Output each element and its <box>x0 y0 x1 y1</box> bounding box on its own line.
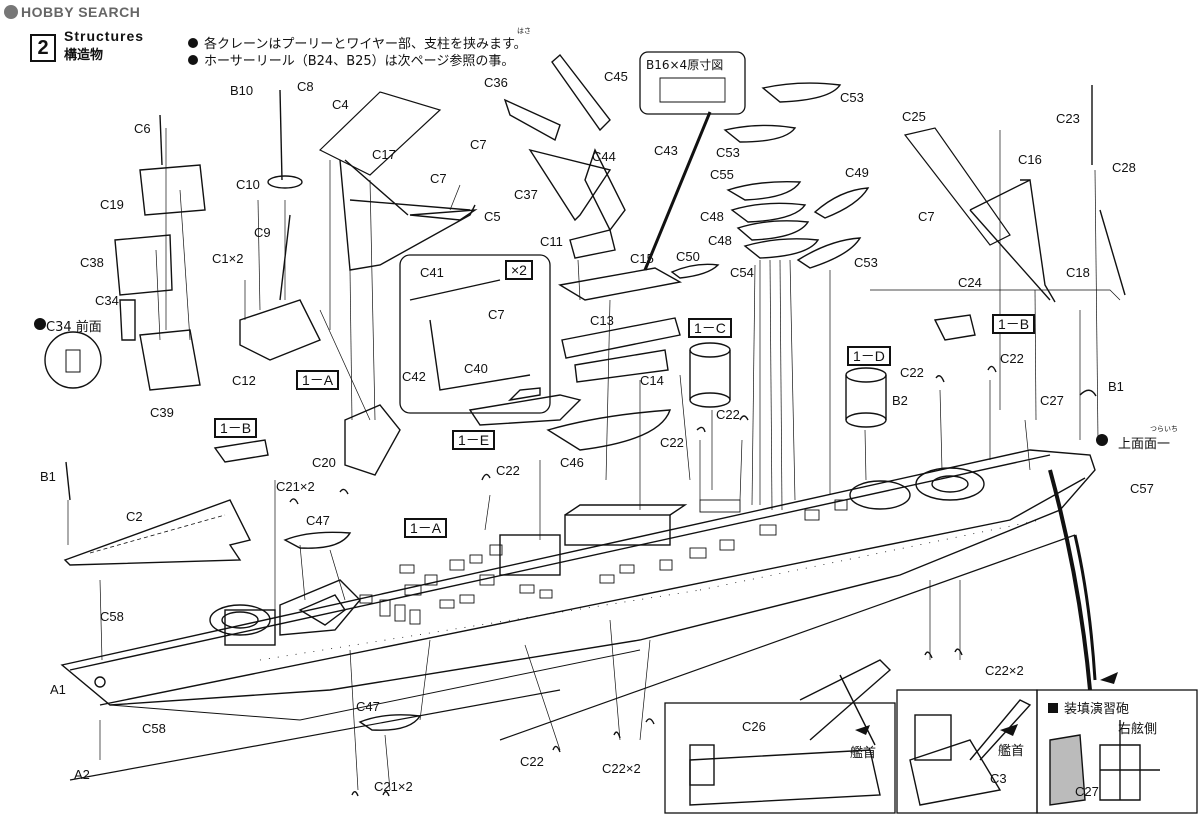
starboard-label: 右舷側 <box>1118 722 1158 737</box>
part-label: C25 <box>902 109 926 124</box>
part-label: C48 <box>700 209 724 224</box>
title-english: Structures <box>64 28 145 44</box>
part-label: C7 <box>430 171 447 186</box>
part-label: C14 <box>640 373 664 388</box>
part-label: C15 <box>630 251 654 266</box>
part-label: C53 <box>716 145 740 160</box>
part-label: C36 <box>484 75 508 90</box>
part-label: C22 <box>716 407 740 422</box>
part-label: C41 <box>420 265 444 280</box>
part-label: C22 <box>1000 351 1024 366</box>
part-label: C22 <box>520 754 544 769</box>
part-label: C43 <box>654 143 678 158</box>
part-label: C22×2 <box>602 761 641 776</box>
part-label: C4 <box>332 97 349 112</box>
part-label: C28 <box>1112 160 1136 175</box>
step-number: 2 <box>30 34 56 62</box>
part-label: C22 <box>660 435 684 450</box>
part-label: C7 <box>488 307 505 322</box>
part-label: C23 <box>1056 111 1080 126</box>
ref-1a-lower: 1－A <box>404 518 448 538</box>
part-label: C54 <box>730 265 754 280</box>
part-label: C19 <box>100 197 124 212</box>
part-label: C40 <box>464 361 488 376</box>
part-label: C58 <box>100 609 124 624</box>
drill-gun-label: 装填演習砲 <box>1048 698 1129 717</box>
part-label: C24 <box>958 275 982 290</box>
part-label: C22 <box>900 365 924 380</box>
ref-1e: 1－E <box>452 430 496 450</box>
part-label: C57 <box>1130 481 1154 496</box>
part-label: C22×2 <box>985 663 1024 678</box>
upper-face-callout: 上面面一 <box>1118 437 1171 452</box>
part-label: C8 <box>297 79 314 94</box>
part-label: C3 <box>990 771 1007 786</box>
part-label: C9 <box>254 225 271 240</box>
ref-1d: 1－D <box>847 346 891 366</box>
part-label: C12 <box>232 373 256 388</box>
part-label: C47 <box>306 513 330 528</box>
bow-label-2: 艦首 <box>998 744 1025 759</box>
part-label: C53 <box>840 90 864 105</box>
part-label: A2 <box>74 767 90 782</box>
part-label: C7 <box>918 209 935 224</box>
note-ruby: はさ <box>517 27 531 35</box>
note-2: ホーサーリール（B24、B25）は次ページ参照の事。 <box>188 50 514 69</box>
b16-box-label: B16×4原寸図 <box>646 58 724 72</box>
note-1: 各クレーンはプーリーとワイヤー部、支柱を挟みます。 <box>188 33 527 52</box>
part-label: C27 <box>1075 784 1099 799</box>
part-label: C21×2 <box>276 479 315 494</box>
c34-front-callout: C34 前面 <box>46 320 102 335</box>
part-label: C58 <box>142 721 166 736</box>
part-label: C38 <box>80 255 104 270</box>
upper-face-ruby: つらいち <box>1150 425 1178 433</box>
part-label: C10 <box>236 177 260 192</box>
part-label: C46 <box>560 455 584 470</box>
part-label: C42 <box>402 369 426 384</box>
part-label: C39 <box>150 405 174 420</box>
x2-box: ×2 <box>505 260 533 280</box>
part-label: C20 <box>312 455 336 470</box>
part-label: C45 <box>604 69 628 84</box>
part-label: C27 <box>1040 393 1064 408</box>
hobbysearch-logo: HOBBY SEARCH <box>4 4 140 20</box>
part-label: C22 <box>496 463 520 478</box>
part-label: C17 <box>372 147 396 162</box>
part-label: C37 <box>514 187 538 202</box>
part-label: C16 <box>1018 152 1042 167</box>
part-label: C53 <box>854 255 878 270</box>
part-label: B1 <box>40 469 56 484</box>
part-label: C49 <box>845 165 869 180</box>
ref-1b-left: 1－B <box>214 418 258 438</box>
part-label: C6 <box>134 121 151 136</box>
bow-label-1: 艦首 <box>850 746 877 761</box>
part-label: A1 <box>50 682 66 697</box>
title-japanese: 構造物 <box>64 48 104 63</box>
part-label: C55 <box>710 167 734 182</box>
part-label: C26 <box>742 719 766 734</box>
part-label: C44 <box>592 149 616 164</box>
part-label: B2 <box>892 393 908 408</box>
ref-1b-right: 1－B <box>992 314 1036 334</box>
part-label: C21×2 <box>374 779 413 794</box>
part-label: B1 <box>1108 379 1124 394</box>
part-label: C5 <box>484 209 501 224</box>
part-label: C13 <box>590 313 614 328</box>
part-label: C11 <box>540 234 563 249</box>
part-label: C34 <box>95 293 119 308</box>
part-label: C18 <box>1066 265 1090 280</box>
part-label: B10 <box>230 83 254 98</box>
ref-1c: 1－C <box>688 318 732 338</box>
part-label: C1×2 <box>212 251 244 266</box>
part-label: C7 <box>470 137 487 152</box>
part-label: C48 <box>708 233 732 248</box>
part-label: C47 <box>356 699 380 714</box>
part-label: C50 <box>676 249 700 264</box>
ref-1a: 1－A <box>296 370 340 390</box>
part-label: C2 <box>126 509 143 524</box>
